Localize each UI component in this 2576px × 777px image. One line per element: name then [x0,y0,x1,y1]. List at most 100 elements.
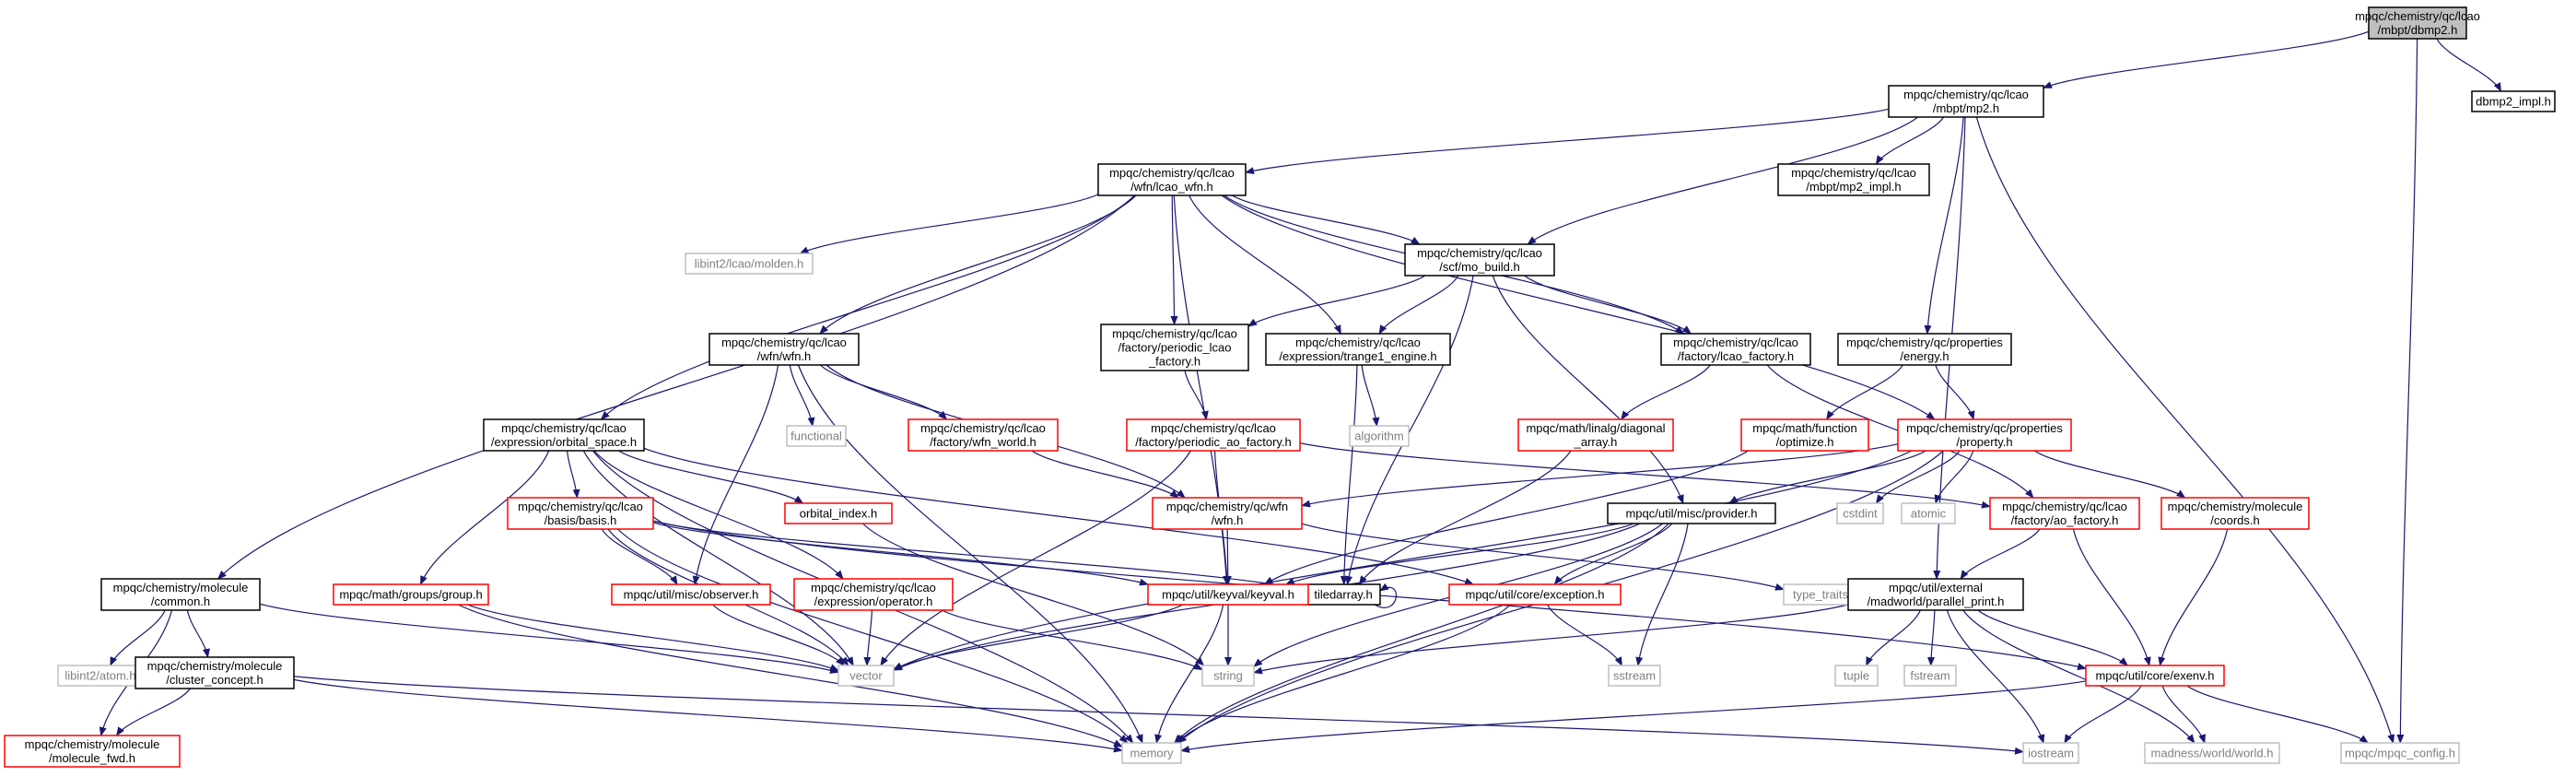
node-box-trange1[interactable] [1265,333,1451,366]
node-tiledarray[interactable]: tiledarray.h [1306,583,1381,606]
node-molden[interactable]: libint2/lcao/molden.h [685,253,814,275]
node-molcommon[interactable]: mpqc/chemistry/molecule/common.h [100,578,261,611]
node-group[interactable]: mpqc/math/groups/group.h [333,583,489,606]
node-config[interactable]: mpqc/mpqc_config.h [2340,742,2460,764]
node-vector[interactable]: vector [837,665,895,687]
node-madworld[interactable]: madness/world/world.h [2144,742,2280,764]
node-basis[interactable]: mpqc/chemistry/qc/lcao/basis/basis.h [507,497,654,530]
edge-exenv-to-memory [1180,680,2087,753]
node-optimize[interactable]: mpqc/math/function/optimize.h [1740,418,1869,452]
node-atomic[interactable]: atomic [1901,502,1956,524]
node-lcaofactory[interactable]: mpqc/chemistry/qc/lcao/factory/lcao_fact… [1660,333,1811,366]
node-periodic[interactable]: mpqc/chemistry/qc/lcao/factory/periodic_… [1100,324,1249,371]
node-box-keyval[interactable] [1147,583,1309,606]
node-qcwfn[interactable]: mpqc/chemistry/qc/wfn/wfn.h [1152,497,1303,530]
node-root[interactable]: mpqc/chemistry/qc/lcao/mbpt/dbmp2.h [2355,6,2480,40]
node-aofactory[interactable]: mpqc/chemistry/qc/lcao/factory/ao_factor… [1989,497,2140,530]
node-orbindex[interactable]: orbital_index.h [784,502,893,524]
node-box-energy[interactable] [1837,333,2012,366]
node-box-lcaofactory[interactable] [1660,333,1811,366]
node-box-root[interactable] [2368,6,2467,40]
node-box-mp2impl[interactable] [1777,163,1930,196]
node-sstream[interactable]: sstream [1608,665,1661,687]
node-dbmp2impl[interactable]: dbmp2_impl.h [2471,90,2556,112]
node-box-orbindex[interactable] [784,502,893,524]
node-box-periodicao[interactable] [1126,418,1301,452]
node-string[interactable]: string [1201,665,1255,687]
node-box-atomic[interactable] [1901,502,1956,524]
node-box-sstream[interactable] [1608,665,1661,687]
node-box-string[interactable] [1201,665,1255,687]
node-tuple[interactable]: tuple [1834,665,1879,687]
node-diagarr[interactable]: mpqc/math/linalg/diagonal_array.h [1517,418,1674,452]
node-scfmo[interactable]: mpqc/chemistry/qc/lcao/scf/mo_build.h [1404,243,1555,277]
node-box-periodic[interactable] [1100,324,1249,371]
node-operator[interactable]: mpqc/chemistry/qc/lcao/expression/operat… [793,578,954,611]
node-label-orbindex-line-0: orbital_index.h [800,507,878,521]
node-box-algorithm[interactable] [1349,425,1410,447]
node-wfnlcao[interactable]: mpqc/chemistry/qc/lcao/wfn/lcao_wfn.h [1097,163,1247,196]
node-box-fstream[interactable] [1903,665,1957,687]
node-box-optimize[interactable] [1740,418,1869,452]
node-box-tuple[interactable] [1834,665,1879,687]
node-box-property[interactable] [1897,418,2072,452]
node-cluster[interactable]: mpqc/chemistry/molecule/cluster_concept.… [135,656,295,689]
node-parprint[interactable]: mpqc/util/external/madworld/parallel_pri… [1847,578,2024,611]
node-box-exception[interactable] [1448,583,1622,606]
node-box-orbspace[interactable] [483,418,645,452]
node-box-memory[interactable] [1121,742,1182,764]
node-box-qcwfn[interactable] [1152,497,1303,530]
node-box-cstdint[interactable] [1836,502,1884,524]
node-box-molfwd[interactable] [4,735,181,768]
node-box-aofactory[interactable] [1989,497,2140,530]
node-box-cluster[interactable] [135,656,295,689]
node-box-group[interactable] [333,583,489,606]
node-box-madworld[interactable] [2144,742,2280,764]
node-cstdint[interactable]: cstdint [1836,502,1884,524]
node-functional[interactable]: functional [786,425,847,447]
node-box-mp2[interactable] [1888,85,2044,118]
node-box-functional[interactable] [786,425,847,447]
node-box-molden[interactable] [685,253,814,275]
node-orbspace[interactable]: mpqc/chemistry/qc/lcao/expression/orbita… [483,418,645,452]
node-wfnworld[interactable]: mpqc/chemistry/qc/lcao/factory/wfn_world… [907,418,1059,452]
node-box-wfnwfn[interactable] [708,333,860,366]
node-provider[interactable]: mpqc/util/misc/provider.h [1607,502,1776,524]
node-wfnwfn[interactable]: mpqc/chemistry/qc/lcao/wfn/wfn.h [708,333,860,366]
node-box-wfnworld[interactable] [907,418,1059,452]
node-box-parprint[interactable] [1847,578,2024,611]
node-box-basis[interactable] [507,497,654,530]
node-property[interactable]: mpqc/chemistry/qc/properties/property.h [1897,418,2072,452]
node-trange1[interactable]: mpqc/chemistry/qc/lcao/expression/trange… [1265,333,1451,366]
node-exenv[interactable]: mpqc/util/core/exenv.h [2085,665,2225,687]
node-molfwd[interactable]: mpqc/chemistry/molecule/molecule_fwd.h [4,735,181,768]
node-box-provider[interactable] [1607,502,1776,524]
node-box-iostream[interactable] [2022,742,2079,764]
node-mp2[interactable]: mpqc/chemistry/qc/lcao/mbpt/mp2.h [1888,85,2044,118]
node-coords[interactable]: mpqc/chemistry/molecule/coords.h [2160,497,2310,530]
node-box-exenv[interactable] [2085,665,2225,687]
node-box-scfmo[interactable] [1404,243,1555,277]
node-exception[interactable]: mpqc/util/core/exception.h [1448,583,1622,606]
node-box-dbmp2impl[interactable] [2471,90,2556,112]
node-box-observer[interactable] [611,583,771,606]
node-iostream[interactable]: iostream [2022,742,2079,764]
node-box-config[interactable] [2340,742,2460,764]
node-box-molcommon[interactable] [100,578,261,611]
node-memory[interactable]: memory [1121,742,1182,764]
node-box-vector[interactable] [837,665,895,687]
node-box-diagarr[interactable] [1517,418,1674,452]
node-periodicao[interactable]: mpqc/chemistry/qc/lcao/factory/periodic_… [1126,418,1301,452]
node-keyval[interactable]: mpqc/util/keyval/keyval.h [1147,583,1309,606]
node-fstream[interactable]: fstream [1903,665,1957,687]
node-energy[interactable]: mpqc/chemistry/qc/properties/energy.h [1837,333,2012,366]
node-mp2impl[interactable]: mpqc/chemistry/qc/lcao/mbpt/mp2_impl.h [1777,163,1930,196]
edge-wfnlcao-to-periodic [1170,194,1178,325]
node-box-operator[interactable] [793,578,954,611]
node-box-wfnlcao[interactable] [1097,163,1247,196]
node-atomh[interactable]: libint2/atom.h [57,665,144,687]
node-observer[interactable]: mpqc/util/misc/observer.h [611,583,771,606]
node-algorithm[interactable]: algorithm [1349,425,1410,447]
node-box-coords[interactable] [2160,497,2310,530]
node-typetraits[interactable]: type_traits [1783,583,1858,606]
